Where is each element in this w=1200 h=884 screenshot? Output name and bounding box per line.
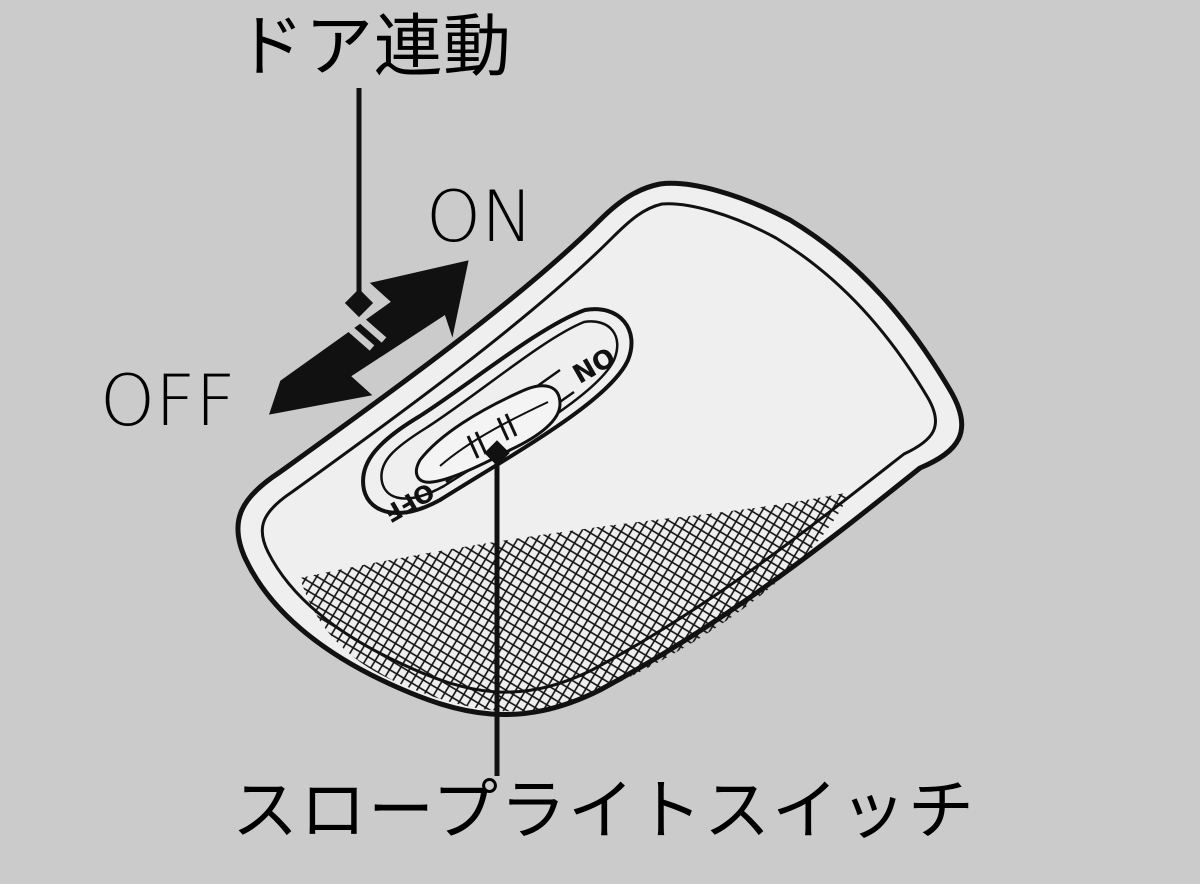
door-link-leader (344, 88, 374, 318)
diamond-pointer-icon (344, 288, 374, 318)
slope-light-switch-leader (484, 440, 510, 776)
on-direction-label: ON (426, 176, 534, 258)
off-direction-label: OFF (100, 360, 236, 442)
diamond-pointer-icon (484, 440, 510, 466)
double-arrow-icon (269, 260, 469, 415)
slope-light-switch-knob[interactable] (415, 384, 562, 484)
door-link-label: ドア連動 (236, 8, 513, 87)
slope-light-switch-label: スロープライトスイッチ (232, 772, 977, 849)
